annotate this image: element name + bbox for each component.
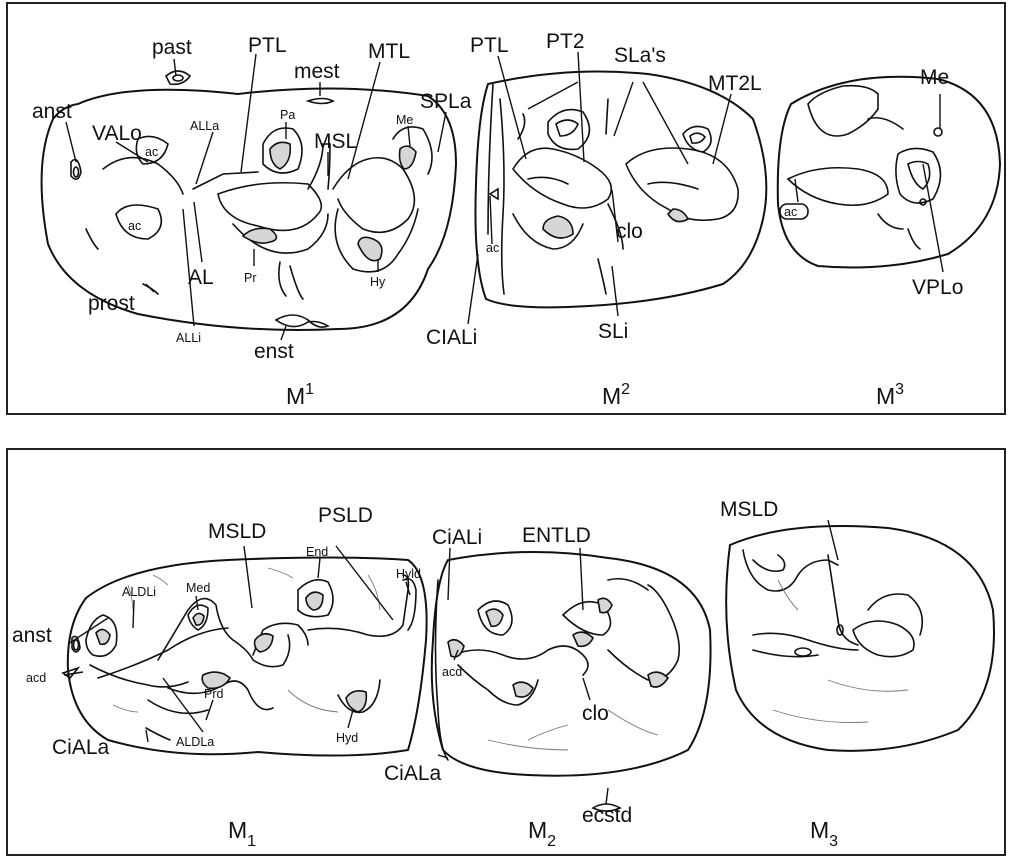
molar-title-M3-upper: M3 (876, 381, 904, 409)
label-aldli: ALDLi (122, 585, 156, 599)
molar-title-M2-lower: M2 (528, 817, 556, 850)
lower-m2-outline (432, 552, 711, 776)
label-acd-1: acd (26, 671, 46, 685)
label-acd-2: acd (442, 665, 462, 679)
label-alli: ALLi (176, 331, 201, 345)
label-sli: SLi (598, 320, 628, 343)
lower-molars-diagram: MSLD PSLD End Hyld Med ALDLi anst acd Pr… (8, 450, 1004, 854)
label-ciali-lower: CiALi (432, 526, 482, 549)
label-alla: ALLa (190, 119, 219, 133)
label-pr: Pr (244, 271, 257, 285)
upper-molars-diagram: past PTL mest MTL anst VALo ALLa Pa MSL … (8, 4, 1004, 413)
label-slas: SLa's (614, 44, 666, 67)
label-past: past (152, 36, 192, 59)
label-prost: prost (88, 292, 135, 315)
label-anst-upper: anst (32, 100, 72, 123)
label-msld-m1: MSLD (208, 520, 266, 543)
label-hyld: Hyld (396, 567, 421, 581)
label-me-m3: Me (920, 66, 949, 89)
molar-title-M3-lower: M3 (810, 817, 838, 850)
label-psld: PSLD (318, 504, 373, 527)
label-pt2: PT2 (546, 30, 585, 53)
label-mt2l: MT2L (708, 72, 762, 95)
label-mtl: MTL (368, 40, 410, 63)
label-prd: Prd (204, 687, 224, 701)
upper-m3-outline (778, 77, 1000, 268)
label-entld: ENTLD (522, 524, 591, 547)
label-ciala-m1: CiALa (52, 736, 110, 759)
label-ciala-m2: CiALa (384, 762, 442, 785)
upper-m2-outline (475, 72, 766, 308)
label-clo-lower: clo (582, 702, 609, 725)
label-ac-1: ac (145, 145, 158, 159)
label-anst-lower: anst (12, 624, 52, 647)
label-mest: mest (294, 60, 340, 83)
molar-title-M1-upper: M1 (286, 381, 314, 409)
label-ptl-m2: PTL (470, 34, 509, 57)
label-vplo: VPLo (912, 276, 963, 299)
label-pa: Pa (280, 108, 295, 122)
label-ptl-m1: PTL (248, 34, 287, 57)
molar-title-M2-upper: M2 (602, 381, 630, 409)
label-clo-upper: clo (616, 220, 643, 243)
label-enst: enst (254, 340, 294, 363)
label-aldla: ALDLa (176, 735, 214, 749)
label-hyd: Hyd (336, 731, 358, 745)
label-me-m1: Me (396, 113, 413, 127)
lower-m3-outline (726, 526, 994, 751)
label-msl: MSL (314, 130, 357, 153)
label-hy: Hy (370, 275, 386, 289)
label-valo: VALo (92, 122, 142, 145)
upper-molars-panel: past PTL mest MTL anst VALo ALLa Pa MSL … (6, 2, 1006, 415)
label-ecstd: ecstd (582, 804, 632, 827)
label-ciali-upper: CIALi (426, 326, 477, 349)
label-msld-m3: MSLD (720, 498, 778, 521)
label-spla: SPLa (420, 90, 472, 113)
label-al: AL (188, 266, 214, 289)
label-med: Med (186, 581, 210, 595)
label-ac-4: ac (784, 205, 797, 219)
label-ac-3: ac (486, 241, 499, 255)
molar-title-M1-lower: M1 (228, 817, 256, 850)
lower-molars-panel: MSLD PSLD End Hyld Med ALDLi anst acd Pr… (6, 448, 1006, 856)
label-end: End (306, 545, 328, 559)
label-ac-2: ac (128, 219, 141, 233)
